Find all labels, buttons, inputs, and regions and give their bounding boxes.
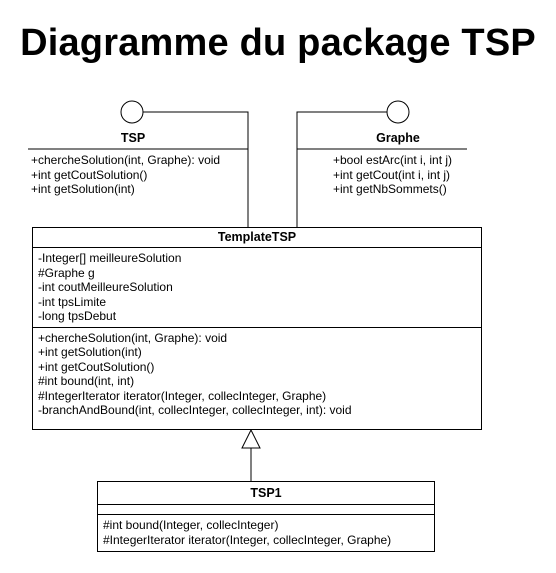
tsp1-operations: #int bound(Integer, collecInteger) #Inte… — [98, 515, 434, 550]
class-operation: +int getCoutSolution() — [38, 359, 155, 374]
class-attribute: -Integer[] meilleureSolution — [38, 251, 182, 265]
class-operation: #int bound(Integer, collecInteger) — [103, 518, 279, 532]
class-attribute: -int tpsLimite — [38, 294, 107, 309]
class-operation: #int bound(int, int) — [38, 374, 135, 388]
graphe-operation: +int getNbSommets() — [333, 182, 447, 196]
graphe-operation: +bool estArc(int i, int j) — [333, 153, 453, 167]
tsp-operation: +int getCoutSolution() — [31, 167, 148, 182]
class-attribute: -int coutMeilleureSolution — [38, 280, 173, 294]
tsp1-class-box: TSP1 #int bound(Integer, collecInteger) … — [97, 481, 435, 552]
graphe-operation: +int getCout(int i, int j) — [333, 167, 451, 182]
class-operation: +int getSolution(int) — [38, 345, 142, 359]
class-attribute: #Graphe g — [38, 265, 95, 280]
graphe-interface-lollipop — [386, 100, 410, 124]
tsp-operation: +int getSolution(int) — [31, 182, 135, 196]
class-operation: +chercheSolution(int, Graphe): void — [38, 330, 228, 345]
tsp-operation: +chercheSolution(int, Graphe): void — [31, 153, 221, 167]
templatetsp-class-box: TemplateTSP -Integer[] meilleureSolution… — [32, 227, 482, 430]
templatetsp-attributes: -Integer[] meilleureSolution #Graphe g -… — [33, 248, 481, 327]
inheritance-arrowhead — [241, 428, 261, 449]
tsp-interface-lollipop — [120, 100, 144, 124]
templatetsp-operations: +chercheSolution(int, Graphe): void +int… — [33, 326, 481, 421]
tsp1-class-name: TSP1 — [98, 482, 434, 505]
tsp-interface-name: TSP — [120, 131, 146, 145]
diagram-title: Diagramme du package TSP — [20, 22, 536, 64]
graphe-interface-name: Graphe — [376, 131, 420, 145]
class-operation: #IntegerIterator iterator(Integer, colle… — [38, 388, 327, 403]
class-operation: #IntegerIterator iterator(Integer, colle… — [103, 532, 392, 547]
tsp-interface-operations: +chercheSolution(int, Graphe): void +int… — [31, 153, 220, 197]
class-attribute: -long tpsDebut — [38, 309, 117, 323]
graphe-interface-operations: +bool estArc(int i, int j) +int getCout(… — [333, 153, 452, 197]
class-operation: -branchAndBound(int, collecInteger, coll… — [38, 403, 352, 417]
templatetsp-class-name: TemplateTSP — [33, 228, 481, 248]
tsp1-attributes-empty — [98, 505, 434, 515]
